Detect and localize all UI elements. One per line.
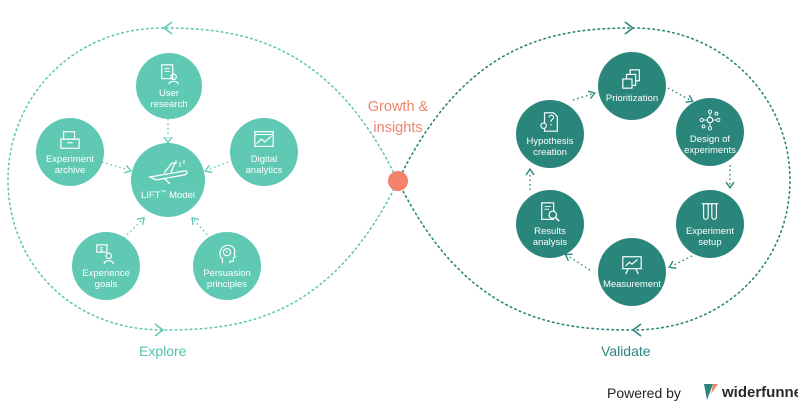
presentation-board-icon xyxy=(622,256,642,275)
node-design-of-experiments: Design of experiments xyxy=(676,98,744,166)
loop-arrow-top-left xyxy=(162,21,173,35)
cycle-arrow-1 xyxy=(572,90,596,101)
growth-insights-label: Growth & insights xyxy=(367,99,429,136)
brand-logo: widerfunnel xyxy=(703,383,798,401)
node-prioritization: Prioritization xyxy=(598,52,666,120)
spoke-digital-analytics xyxy=(204,161,229,174)
node-experience-goals: $ Experience goals xyxy=(72,232,140,300)
head-exclamation-icon xyxy=(219,244,236,263)
spoke-experiment-archive xyxy=(101,161,132,174)
node-experiment-archive: Experiment archive xyxy=(36,118,104,186)
node-results-analysis: Results analysis xyxy=(516,190,584,258)
svg-text:$: $ xyxy=(100,246,104,253)
spoke-experience-goals xyxy=(123,217,145,239)
goal-person-icon: $ xyxy=(96,243,114,264)
node-user-research: User research xyxy=(136,53,202,119)
explore-label: Explore xyxy=(139,343,187,359)
document-question-icon xyxy=(540,111,558,132)
airplane-icon xyxy=(147,159,188,185)
validate-loop-path xyxy=(397,27,791,331)
widerfunnel-logo-icon xyxy=(704,384,718,400)
node-digital-analytics: Digital analytics xyxy=(230,118,298,186)
stacked-documents-icon xyxy=(622,69,640,89)
growth-center-dot xyxy=(388,171,408,191)
spoke-persuasion-principles xyxy=(191,216,211,239)
explore-loop-path xyxy=(7,27,399,331)
cycle-arrow-5 xyxy=(564,253,591,271)
node-hypothesis-creation: Hypothesis creation xyxy=(516,100,584,168)
cycle-arrow-2 xyxy=(667,87,694,103)
node-persuasion-principles: Persuasion principles xyxy=(193,232,261,300)
loop-arrow-bottom-right xyxy=(631,323,642,337)
loop-arrow-bottom-left xyxy=(154,323,165,337)
node-experiment-setup: Experiment setup xyxy=(676,190,744,258)
node-lift-model: LIFT™ Model xyxy=(131,143,205,217)
powered-by-text: Powered by xyxy=(607,385,681,401)
node-measurement: Measurement xyxy=(598,238,666,306)
document-magnifier-icon xyxy=(541,201,560,222)
archive-icon xyxy=(60,130,80,149)
analytics-chart-icon xyxy=(254,130,274,147)
test-tubes-icon xyxy=(701,202,719,220)
validate-label: Validate xyxy=(601,343,651,359)
user-research-icon xyxy=(161,63,179,84)
cycle-arrow-4 xyxy=(668,255,693,269)
loop-arrow-top-right xyxy=(624,21,635,35)
network-icon xyxy=(699,109,721,130)
